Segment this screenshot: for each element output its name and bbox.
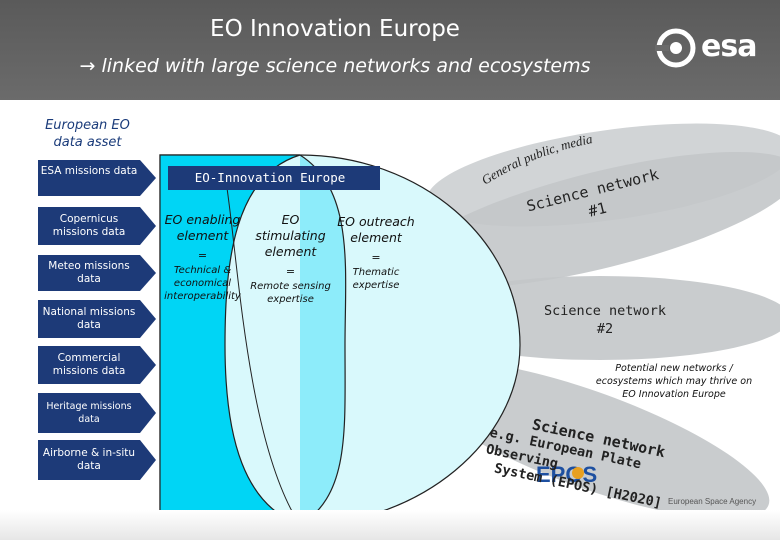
- source-copernicus: Copernicus missions data: [52, 213, 126, 238]
- badge-esa: [38, 160, 156, 196]
- arrow-right-icon: →: [79, 55, 96, 77]
- footer-agency: European Space Agency: [668, 497, 757, 506]
- badge-commercial: [38, 346, 156, 384]
- badge-airborne: [38, 440, 156, 480]
- column-enabling: EO enabling element = Technical & econom…: [160, 212, 245, 303]
- badge-heritage: [38, 393, 156, 433]
- innovation-label: EO-Innovation Europe: [194, 170, 346, 185]
- ellipse-network-1: [400, 151, 780, 289]
- esa-logo-text: esa: [701, 29, 757, 64]
- column-outreach-sub: Thematic expertise: [352, 267, 400, 291]
- source-commercial: Commercial missions data: [52, 352, 126, 377]
- badge-national: [38, 300, 156, 338]
- column-outreach: EO outreach element = Thematic expertise: [336, 214, 416, 292]
- header-bar: EO Innovation Europe → linked with large…: [0, 0, 780, 100]
- page-title: EO Innovation Europe: [210, 16, 460, 42]
- source-national: National missions data: [42, 306, 136, 331]
- epos-logo-text: EPOS: [536, 462, 597, 487]
- column-enabling-eq: =: [197, 249, 208, 262]
- asset-title: European EO data asset: [45, 118, 130, 150]
- column-stimulating: EO stimulating element = Remote sensing …: [248, 212, 333, 306]
- innovation-left-edge: [224, 174, 301, 526]
- potential-networks-note: Potential new networks / ecosystems whic…: [595, 363, 753, 400]
- esa-emblem-icon: [655, 28, 696, 68]
- network-2: Science network #2: [525, 302, 685, 338]
- esa-logo: esa: [655, 27, 765, 72]
- column-stimulating-sub: Remote sensing expertise: [250, 281, 331, 305]
- footer-band: [0, 510, 780, 540]
- column-outreach-eq: =: [371, 251, 381, 264]
- epos-logo: EPOS: [536, 462, 597, 487]
- badge-copernicus: [38, 207, 156, 245]
- epos-logo-dot: [572, 467, 584, 479]
- column-stimulating-eq: =: [285, 265, 296, 278]
- source-meteo: Meteo missions data: [48, 260, 130, 285]
- page-subtitle-text: linked with large science networks and e…: [101, 55, 591, 77]
- page-subtitle: → linked with large science networks and…: [0, 55, 670, 77]
- innovation-label-box: [168, 166, 380, 190]
- badge-meteo: [38, 255, 156, 291]
- column-stimulating-title: EO stimulating element: [255, 212, 326, 259]
- data-source-badges: [38, 160, 156, 480]
- source-airborne: Airborne & in-situ data: [42, 447, 136, 472]
- source-esa: ESA missions data: [40, 165, 138, 177]
- network-2-title: Science network: [544, 303, 666, 319]
- column-outreach-title: EO outreach element: [337, 214, 415, 245]
- network-2-num: #2: [596, 321, 614, 337]
- column-enabling-sub: Technical & economical interoperability: [164, 265, 241, 302]
- column-enabling-title: EO enabling element: [164, 212, 241, 243]
- innovation-mid-boundary: [299, 154, 347, 526]
- source-heritage: Heritage missions data: [46, 401, 132, 425]
